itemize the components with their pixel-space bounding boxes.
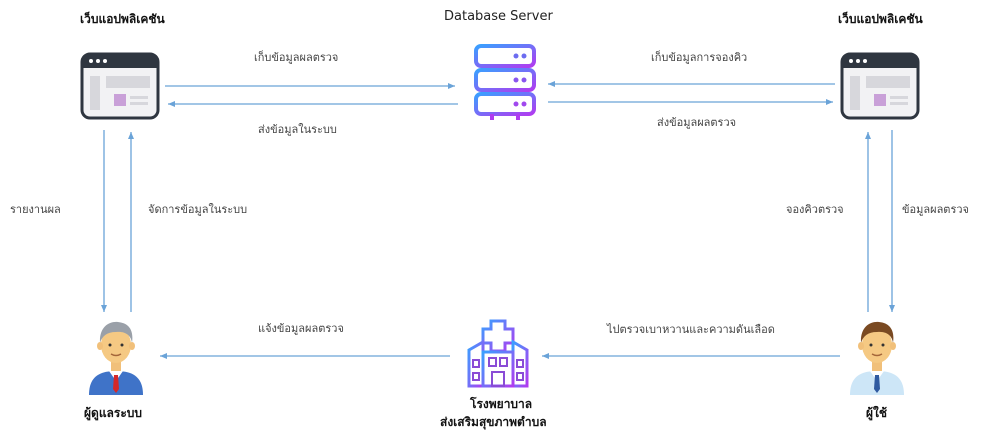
user-label: ผู้ใช้ — [866, 406, 888, 420]
web-app-right — [840, 52, 920, 120]
web-left-title: เว็บแอปพลิเคชัน — [80, 12, 165, 26]
hospital-label-line1: โรงพยาบาล — [470, 397, 533, 411]
server-icon — [474, 44, 536, 120]
edge-label-user-to-hospital: ไปตรวจเบาหวานและความดันเลือด — [607, 323, 775, 336]
edge-label-admin-to-left: จัดการข้อมูลในระบบ — [148, 203, 248, 216]
browser-window-icon — [840, 52, 920, 120]
edge-label-server-to-left: ส่งข้อมูลในระบบ — [258, 123, 337, 136]
admin-label: ผู้ดูแลระบบ — [84, 406, 143, 420]
server-title: Database Server — [444, 9, 553, 24]
edge-label-left-to-server: เก็บข้อมูลผลตรวจ — [254, 51, 339, 64]
edge-label-right-to-server: เก็บข้อมูลการจองคิว — [651, 51, 748, 64]
web-app-left — [80, 52, 160, 120]
admin-avatar-icon — [89, 321, 143, 395]
admin-person — [85, 315, 147, 395]
edge-label-left-to-admin: รายงานผล — [10, 203, 61, 216]
user-person — [846, 315, 908, 395]
edge-label-hospital-to-admin: แจ้งข้อมูลผลตรวจ — [258, 322, 344, 335]
database-server — [470, 42, 540, 122]
user-avatar-icon — [850, 321, 904, 395]
web-right-title: เว็บแอปพลิเคชัน — [838, 12, 923, 26]
hospital-icon — [467, 319, 529, 388]
hospital — [463, 318, 533, 390]
hospital-label-line2: ส่งเสริมสุขภาพตำบล — [440, 415, 547, 429]
edge-label-user-to-right: จองคิวตรวจ — [786, 203, 844, 216]
browser-window-icon — [80, 52, 160, 120]
edge-label-right-to-user: ข้อมูลผลตรวจ — [902, 203, 969, 216]
edge-label-server-to-right: ส่งข้อมูลผลตรวจ — [657, 116, 737, 129]
